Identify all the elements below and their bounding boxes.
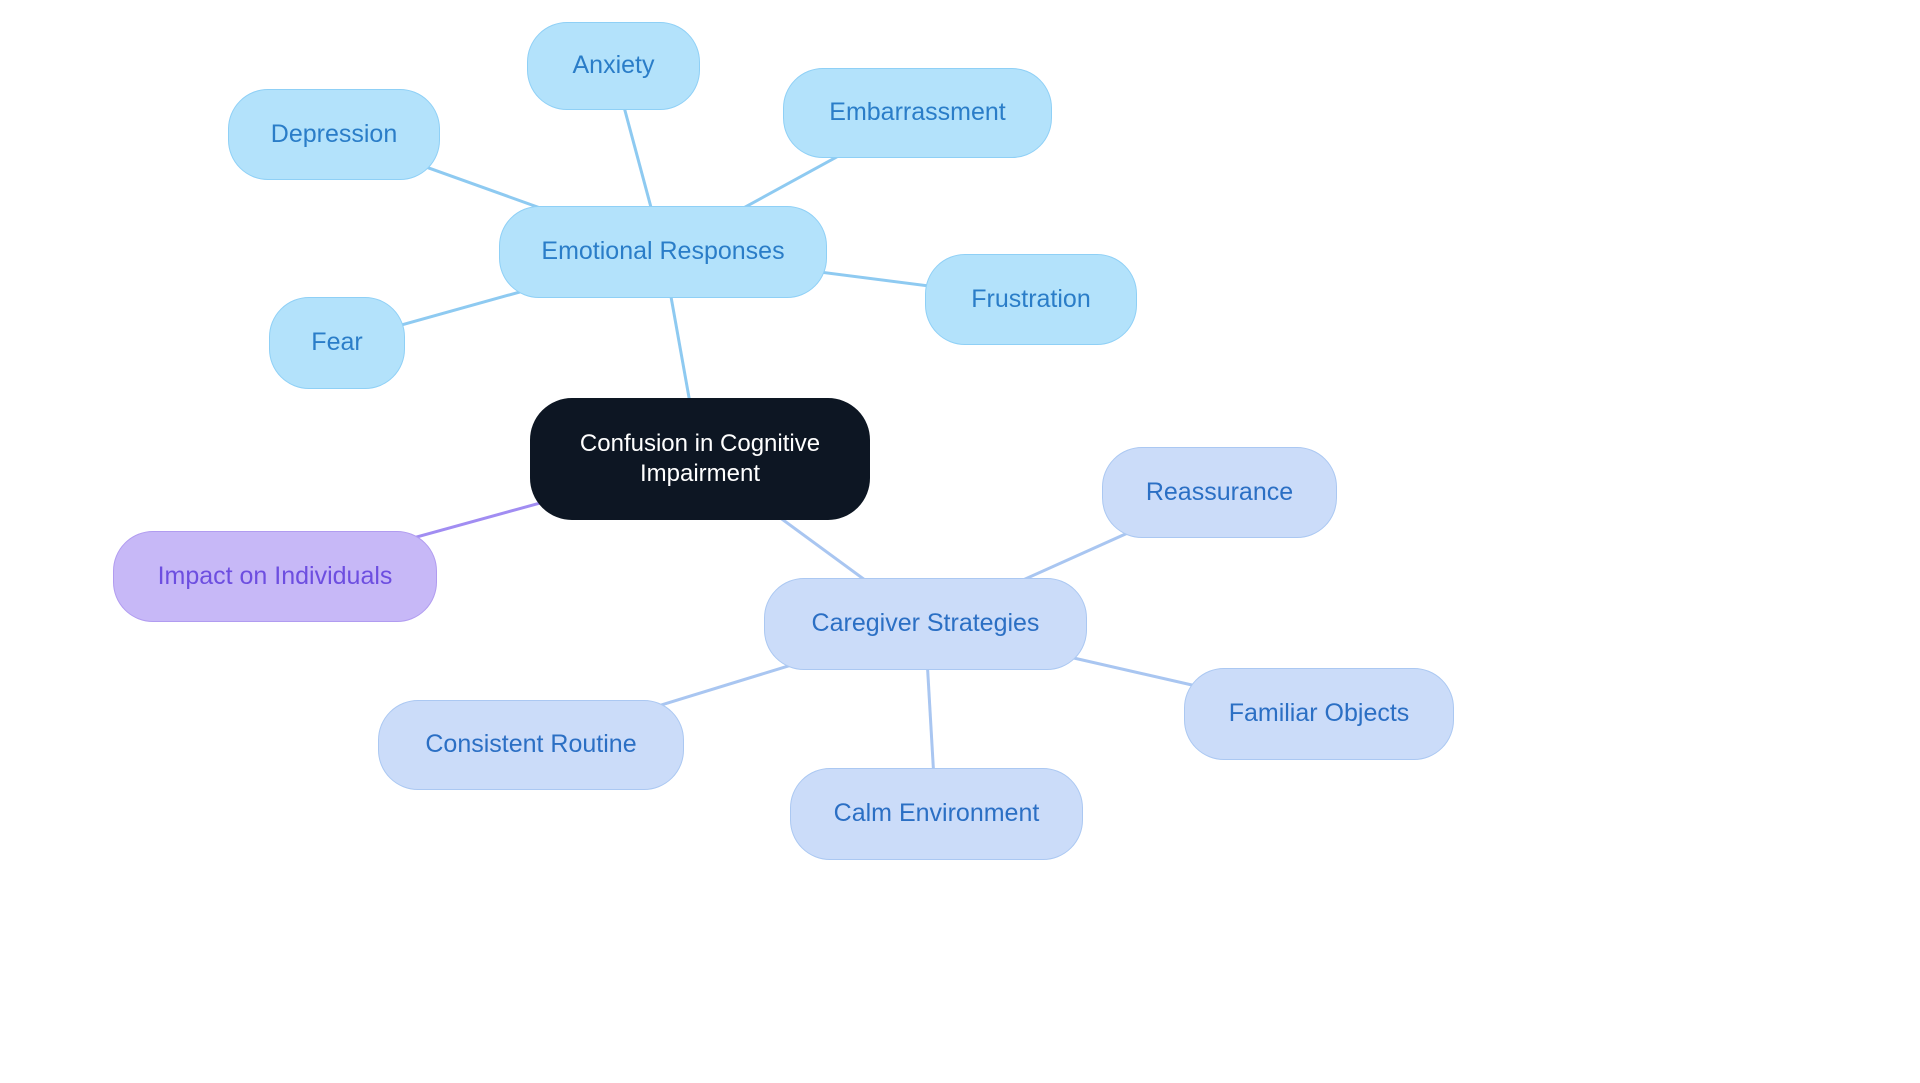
node-consistent-routine[interactable]: Consistent Routine xyxy=(378,700,684,790)
node-emotional-responses[interactable]: Emotional Responses xyxy=(499,206,827,298)
node-depression[interactable]: Depression xyxy=(228,89,440,180)
node-anxiety[interactable]: Anxiety xyxy=(527,22,700,110)
node-fear[interactable]: Fear xyxy=(269,297,405,389)
node-reassurance[interactable]: Reassurance xyxy=(1102,447,1337,538)
node-embarrassment[interactable]: Embarrassment xyxy=(783,68,1052,158)
node-familiar-objects[interactable]: Familiar Objects xyxy=(1184,668,1454,760)
node-calm-environment[interactable]: Calm Environment xyxy=(790,768,1083,860)
node-impact-on-individuals[interactable]: Impact on Individuals xyxy=(113,531,437,622)
node-frustration[interactable]: Frustration xyxy=(925,254,1137,345)
node-root-confusion-in-cognitive-impairment[interactable]: Confusion in Cognitive Impairment xyxy=(530,398,870,520)
node-caregiver-strategies[interactable]: Caregiver Strategies xyxy=(764,578,1087,670)
